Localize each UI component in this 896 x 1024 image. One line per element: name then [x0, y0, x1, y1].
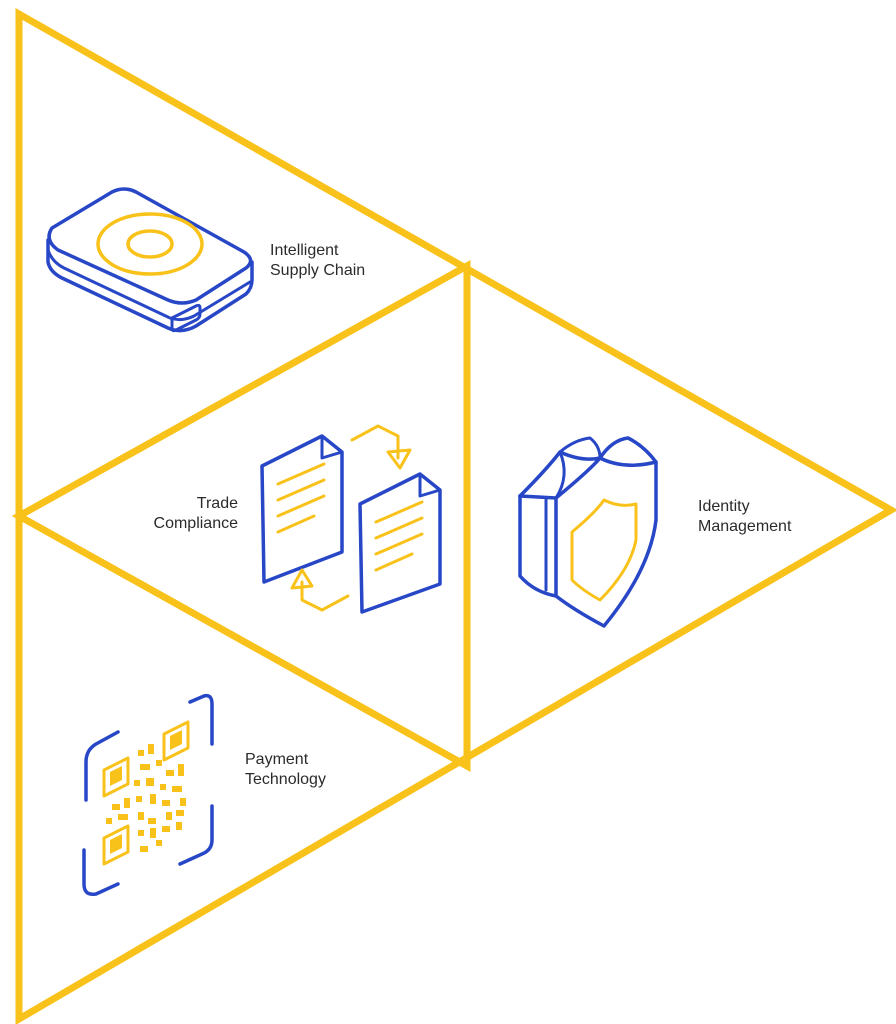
supply-chain-label-line-2: Supply Chain — [270, 262, 366, 279]
shield-icon — [518, 436, 658, 628]
trade-compliance-label-line-1: Trade — [196, 495, 238, 512]
supply-chain-label-line-1: Intelligent — [270, 242, 339, 259]
identity-management-label: Identity Management — [698, 497, 791, 537]
identity-management-label-line-1: Identity — [698, 498, 750, 515]
trade-compliance-label-line-2: Compliance — [153, 515, 238, 532]
payment-technology-label: Payment Technology — [245, 750, 326, 790]
qr-code-icon — [82, 693, 214, 897]
supply-chain-label: Intelligent Supply Chain — [270, 241, 365, 281]
frame-lines — [11, 7, 896, 1024]
payment-technology-label-line-2: Technology — [245, 771, 326, 788]
trade-compliance-label: Trade Compliance — [130, 494, 238, 534]
inner-triangle — [11, 260, 471, 772]
device-icon — [46, 187, 254, 333]
documents-exchange-icon — [260, 424, 442, 614]
identity-management-label-line-2: Management — [698, 518, 792, 535]
payment-technology-label-line-1: Payment — [245, 751, 309, 768]
